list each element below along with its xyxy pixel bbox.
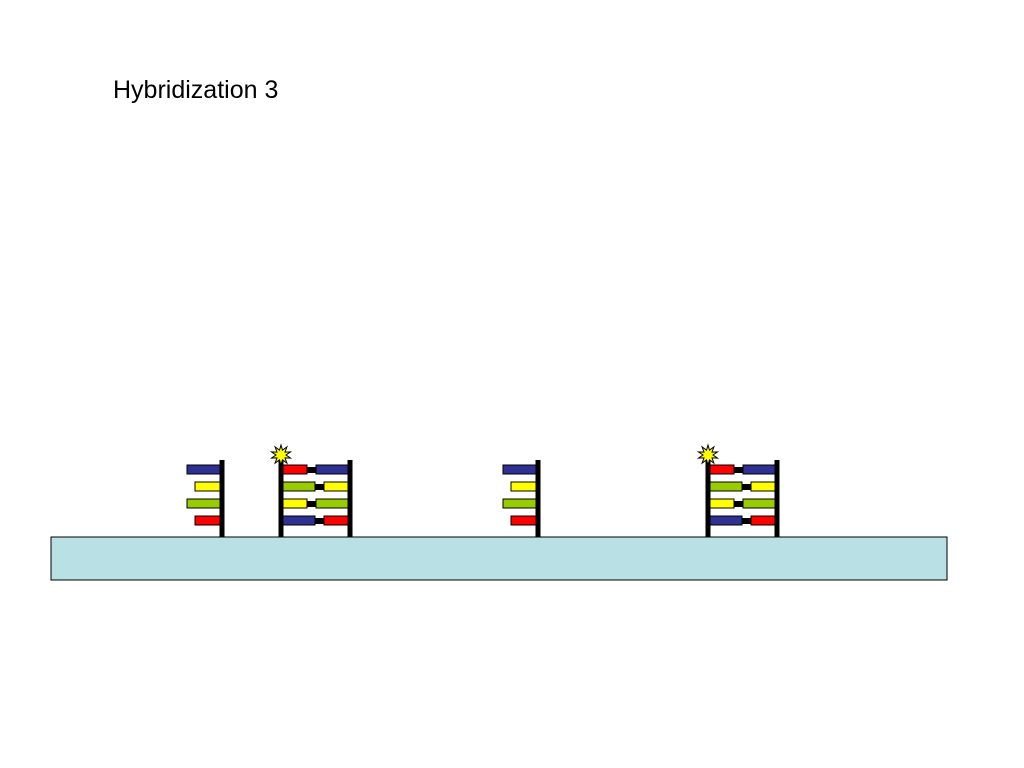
target-base-blue — [315, 464, 349, 475]
base-blue — [709, 515, 743, 526]
base-pair-bond — [730, 467, 747, 473]
probe-1 — [186, 460, 225, 537]
base-green — [502, 498, 538, 509]
base-pair-bond — [730, 501, 747, 507]
target-base-blue — [742, 464, 776, 475]
base-yellow — [194, 481, 222, 492]
target-base-red — [750, 515, 776, 526]
base-yellow — [282, 498, 308, 509]
base-yellow — [709, 498, 735, 509]
base-green — [186, 498, 222, 509]
base-blue — [282, 515, 316, 526]
target-base-green — [742, 498, 776, 509]
probe-4 — [696, 443, 780, 537]
fluorescent-label-icon — [696, 443, 720, 467]
target-base-yellow — [323, 481, 349, 492]
base-pair-bond — [303, 467, 320, 473]
base-pair-bond — [311, 518, 328, 524]
base-red — [282, 464, 308, 475]
base-red — [194, 515, 222, 526]
base-red — [709, 464, 735, 475]
base-red — [510, 515, 538, 526]
slide-title: Hybridization 3 — [113, 76, 279, 104]
base-green — [709, 481, 743, 492]
base-pair-bond — [738, 518, 755, 524]
base-yellow — [510, 481, 538, 492]
base-pair-bond — [738, 484, 755, 490]
target-base-yellow — [750, 481, 776, 492]
substrate-surface — [50, 536, 948, 581]
probe-3 — [502, 460, 541, 537]
fluorescent-label-icon — [269, 443, 293, 467]
base-blue — [186, 464, 222, 475]
base-pair-bond — [311, 484, 328, 490]
base-pair-bond — [303, 501, 320, 507]
target-base-green — [315, 498, 349, 509]
base-blue — [502, 464, 538, 475]
probe-2 — [269, 443, 353, 537]
base-green — [282, 481, 316, 492]
target-base-red — [323, 515, 349, 526]
